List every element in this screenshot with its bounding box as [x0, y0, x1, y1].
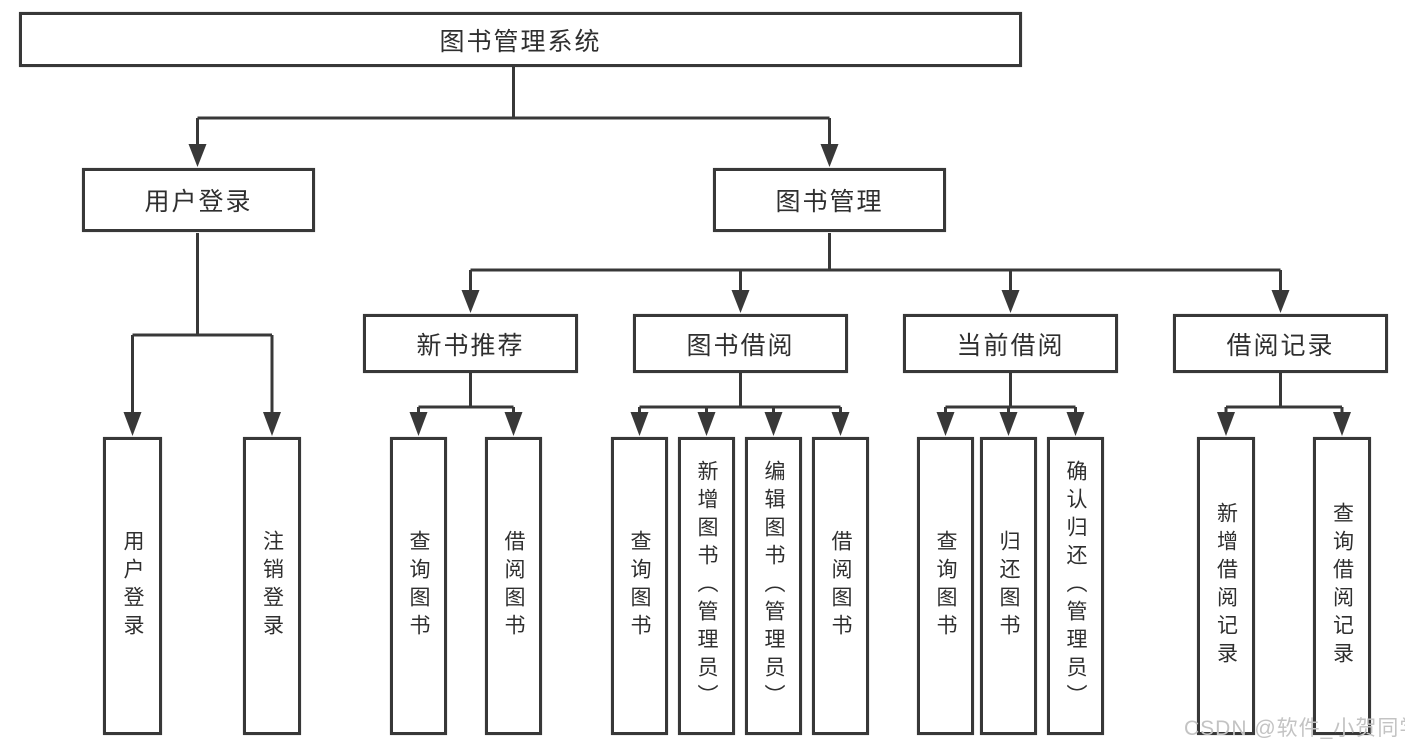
connector-userlogin-to-leaves [131, 233, 274, 414]
arrowhead [999, 412, 1018, 436]
node-new-book-recommend: 新书推荐 [363, 314, 578, 373]
leaf-label: 查询图书 [934, 530, 958, 642]
leaf-confirm-return-admin: 确认归还（管理员） [1047, 437, 1104, 735]
arrowhead [188, 144, 207, 167]
leaf-label: 新增借阅记录 [1214, 502, 1238, 670]
leaf-label: 查询图书 [628, 530, 652, 642]
leaf-label: 借阅图书 [829, 530, 853, 642]
arrowhead [936, 412, 955, 436]
arrowhead [461, 290, 480, 313]
leaf-borrow-books-recommend: 借阅图书 [485, 437, 542, 735]
node-current-borrow: 当前借阅 [903, 314, 1118, 373]
arrowhead [820, 144, 839, 167]
leaf-query-books-borrow: 查询图书 [611, 437, 668, 735]
node-label: 当前借阅 [956, 331, 1065, 360]
arrowhead [731, 290, 750, 313]
arrowhead [504, 412, 523, 436]
leaf-label: 新增图书（管理员） [695, 460, 719, 712]
leaf-label: 查询借阅记录 [1330, 502, 1354, 670]
leaf-query-books-recommend: 查询图书 [390, 437, 447, 735]
connector-bookmgmt-to-level3 [469, 233, 1282, 292]
connector-root-to-level2 [196, 67, 831, 146]
node-label: 借阅记录 [1226, 331, 1335, 360]
arrowhead [409, 412, 428, 436]
leaf-label: 借阅图书 [502, 530, 526, 642]
leaf-query-borrow-record: 查询借阅记录 [1313, 437, 1371, 735]
leaf-query-books-current: 查询图书 [917, 437, 974, 735]
leaf-return-books: 归还图书 [980, 437, 1037, 735]
node-label: 新书推荐 [416, 331, 525, 360]
leaf-label: 归还图书 [997, 530, 1021, 642]
leaf-logout: 注销登录 [243, 437, 301, 735]
arrowhead [1271, 290, 1290, 313]
leaf-add-books-admin: 新增图书（管理员） [678, 437, 735, 735]
connector-borrowrecord-to-leaves [1224, 373, 1344, 414]
node-root-system: 图书管理系统 [19, 12, 1022, 67]
node-user-login: 用户登录 [82, 168, 315, 232]
leaf-label: 用户登录 [121, 530, 145, 642]
node-label: 图书管理系统 [439, 27, 602, 56]
arrowhead [1217, 412, 1235, 436]
leaf-label: 查询图书 [407, 530, 431, 642]
node-label: 图书借阅 [686, 331, 795, 360]
arrowheads [123, 144, 1351, 436]
leaf-user-login: 用户登录 [103, 437, 162, 735]
node-label: 用户登录 [144, 188, 253, 216]
leaf-label: 确认归还（管理员） [1064, 460, 1088, 712]
arrowhead [764, 412, 783, 436]
connector-bookborrow-to-leaves [638, 373, 842, 414]
node-label: 图书管理 [775, 188, 884, 216]
arrowhead [1066, 412, 1085, 436]
arrowhead [630, 412, 649, 436]
leaf-edit-books-admin: 编辑图书（管理员） [745, 437, 802, 735]
leaf-label: 注销登录 [260, 530, 284, 642]
leaf-label: 编辑图书（管理员） [762, 460, 786, 712]
arrowhead [263, 412, 281, 436]
csdn-watermark: CSDN @软件_小贺同学 [1184, 717, 1405, 740]
leaf-borrow-books: 借阅图书 [812, 437, 869, 735]
arrowhead [1333, 412, 1351, 436]
node-book-borrow: 图书借阅 [633, 314, 848, 373]
arrowhead [831, 412, 850, 436]
node-borrow-record: 借阅记录 [1173, 314, 1388, 373]
arrowhead [123, 412, 142, 436]
connector-currentborrow-to-leaves [944, 373, 1077, 414]
node-book-management: 图书管理 [713, 168, 946, 232]
arrowhead [697, 412, 716, 436]
leaf-add-borrow-record: 新增借阅记录 [1197, 437, 1255, 735]
arrowhead [1001, 290, 1020, 313]
connector-newbook-to-leaves [417, 373, 515, 414]
